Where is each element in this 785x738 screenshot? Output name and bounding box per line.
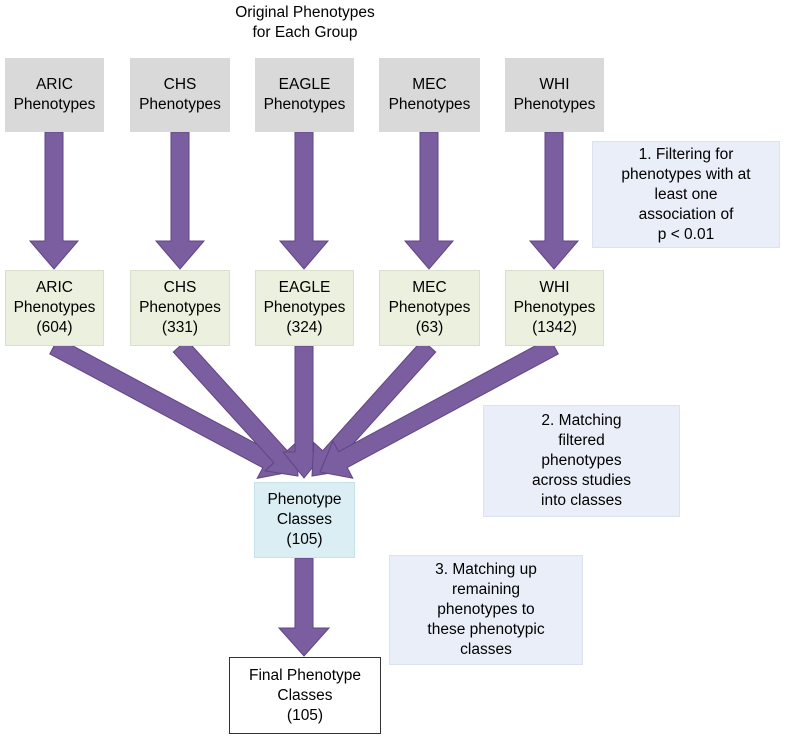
note-line: classes [460,641,512,658]
box-count: (324) [286,319,323,336]
original-aric-box: ARIC Phenotypes [5,58,104,132]
filtered-aric-box: ARIC Phenotypes (604) [5,270,104,346]
diagram-title: Original Phenotypes for Each Group [205,3,405,43]
box-label: Phenotype [267,491,342,508]
arrow-chs-match [172,339,299,477]
step1-note: 1. Filtering for phenotypes with at leas… [592,141,780,248]
title-line: for Each Group [252,24,358,41]
arrow-aric-match [49,337,291,479]
box-label: EAGLE [278,279,331,296]
box-count: (331) [161,319,199,336]
arrow-eagle-filter [278,131,330,270]
box-count: (105) [286,706,324,724]
box-label: Classes [276,511,333,528]
box-label: Phenotypes [139,299,221,316]
arrow-chs-filter [154,131,206,270]
box-count: (604) [36,319,73,336]
filtered-eagle-box: EAGLE Phenotypes (324) [255,270,354,346]
box-label: Phenotypes [263,299,346,316]
arrow-mec-filter [403,131,455,270]
box-label: WHI [539,76,570,93]
note-line: 2. Matching [541,412,622,429]
box-label: CHS [163,76,197,93]
original-eagle-box: EAGLE Phenotypes [255,58,354,132]
title-line: Original Phenotypes [235,4,375,21]
box-label: Phenotypes [263,96,346,113]
step2-note: 2. Matching filtered phenotypes across s… [483,405,680,517]
filtered-whi-box: WHI Phenotypes (1342) [505,270,604,346]
note-line: phenotypes to [437,601,535,618]
box-count: (63) [415,319,444,336]
box-label: CHS [163,279,197,296]
box-label: EAGLE [278,76,331,93]
step3-note: 3. Matching up remaining phenotypes to t… [389,555,583,665]
filtered-mec-box: MEC Phenotypes (63) [379,270,480,346]
box-label: Phenotypes [388,299,471,316]
original-whi-box: WHI Phenotypes [505,58,604,132]
box-label: Final Phenotype [248,666,362,684]
note-line: these phenotypic [427,621,545,638]
final-phenotype-classes-box: Final Phenotype Classes (105) [229,657,381,734]
box-label: ARIC [35,76,74,93]
box-label: Phenotypes [513,299,596,316]
box-label: Phenotypes [139,96,221,113]
box-count: (105) [286,531,323,548]
note-line: phenotypes with at [621,165,751,183]
original-mec-box: MEC Phenotypes [379,58,480,132]
box-label: MEC [412,76,447,93]
note-line: association of [638,205,734,223]
note-line: p < 0.01 [657,225,715,243]
original-chs-box: CHS Phenotypes [130,58,230,132]
note-line: remaining [451,581,521,598]
box-label: Phenotypes [13,96,96,113]
filtered-chs-box: CHS Phenotypes (331) [130,270,230,346]
phenotype-classes-box: Phenotype Classes (105) [254,482,355,558]
arrow-whi-filter [528,131,580,270]
note-line: 1. Filtering for [638,145,734,163]
box-label: MEC [412,279,447,296]
box-label: Phenotypes [13,299,96,316]
box-label: ARIC [35,279,74,296]
box-label: Phenotypes [513,96,596,113]
box-label: Classes [277,686,333,704]
arrow-classes-final [277,557,331,657]
box-label: WHI [539,279,570,296]
note-line: 3. Matching up [435,561,537,578]
note-line: into classes [541,492,622,509]
note-line: across studies [531,472,632,489]
box-count: (1342) [532,319,577,336]
box-label: Phenotypes [388,96,471,113]
note-line: filtered [558,432,605,449]
arrow-whi-match [319,337,559,479]
arrow-aric-filter [28,131,80,270]
note-line: least one [654,185,718,203]
note-line: phenotypes [541,452,622,469]
